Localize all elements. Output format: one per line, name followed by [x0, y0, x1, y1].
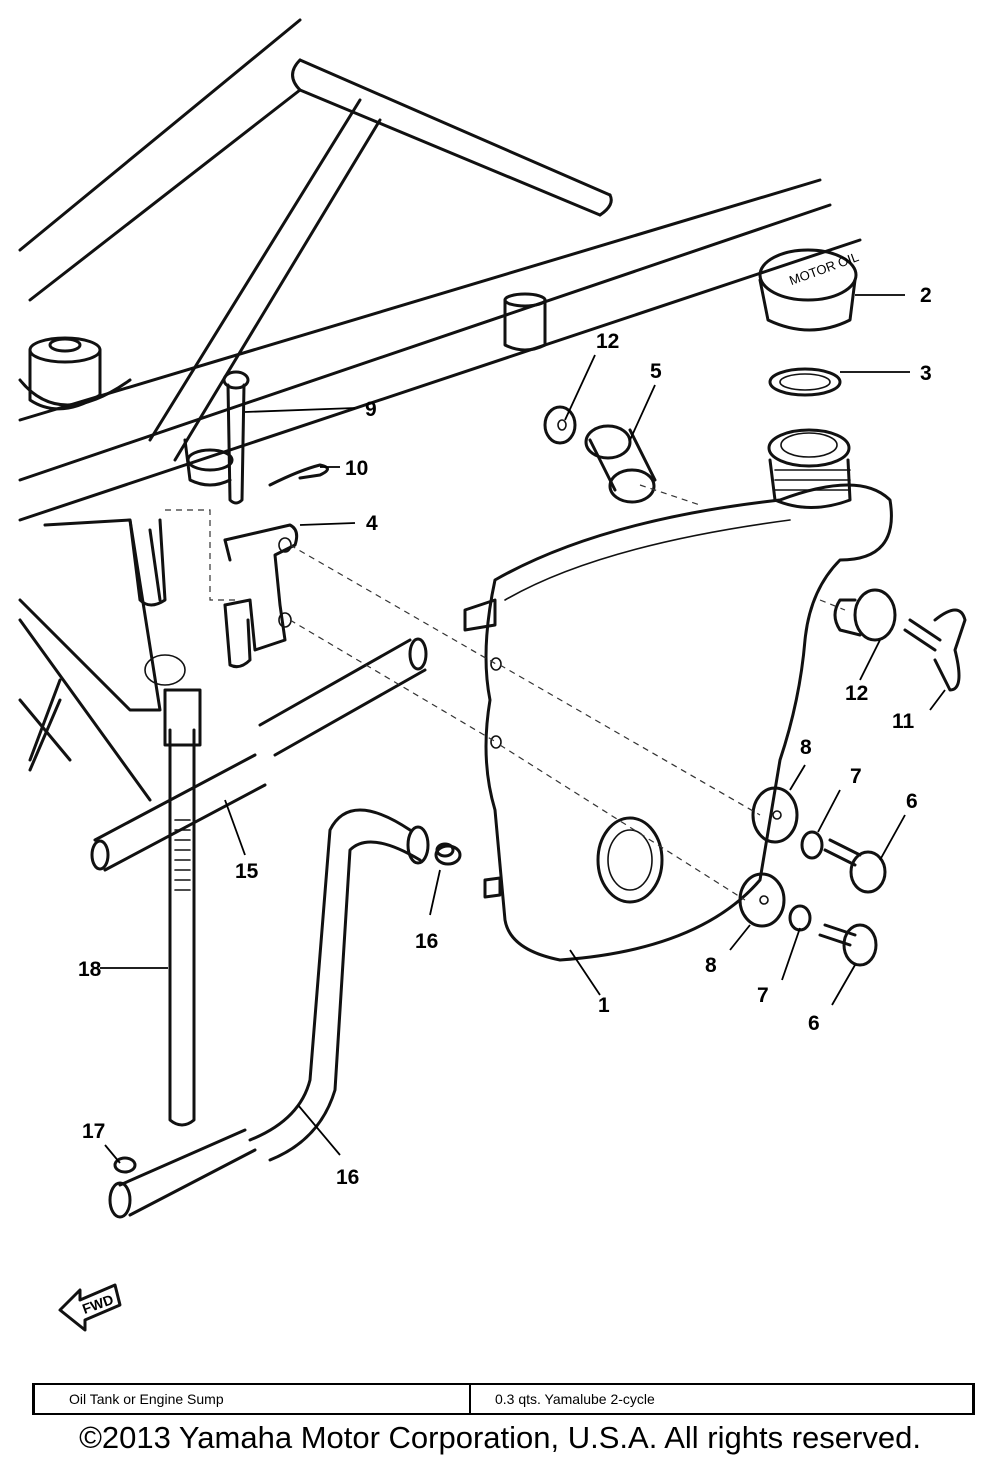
callout-13: 12: [596, 330, 619, 353]
lock-washer-upper: [800, 830, 824, 860]
breather-hose: [163, 688, 202, 1127]
flat-washer-lower: [738, 872, 786, 928]
callout-6-upper: 6: [906, 790, 918, 813]
frame-bracket: [18, 509, 240, 712]
bolt-lower: [818, 923, 878, 967]
callout-17: 17: [82, 1120, 105, 1143]
hose-clip-lower: [113, 1156, 137, 1174]
rubber-damper: [584, 424, 657, 504]
callout-16: 16: [336, 1166, 359, 1189]
bolt-upper: [823, 838, 887, 894]
forward-arrow-icon: FWD: [58, 1283, 122, 1332]
spec-value: 0.3 qts. Yamalube 2-cycle: [495, 1391, 655, 1407]
callout-18: 18: [78, 958, 102, 981]
oil-tank: [463, 428, 893, 962]
exploded-parts-diagram: MOTOR OIL: [18, 18, 967, 1332]
callout-10: 10: [345, 457, 368, 480]
hose-clip: [434, 842, 462, 866]
flat-washer-upper: [751, 786, 799, 844]
alignment-lines: [289, 484, 846, 901]
vent-hose: [90, 637, 428, 872]
callout-8-upper: 8: [800, 736, 812, 759]
flat-washer-top: [543, 405, 577, 445]
callout-2: 2: [920, 284, 932, 307]
callout-8-lower: 8: [705, 954, 717, 977]
callout-14: 15: [235, 860, 259, 883]
r-clip: [268, 463, 329, 487]
callout-1: 1: [598, 994, 610, 1017]
callout-5: 5: [650, 360, 662, 383]
collar: [833, 588, 897, 642]
frame-tubes: [18, 18, 862, 802]
callout-numbers: 2 3 4 5 12 9 10 12 11 15 16 18 1 16 17 8…: [78, 284, 932, 1189]
spec-item: Oil Tank or Engine Sump: [35, 1385, 471, 1413]
wing-bolt: [903, 608, 967, 692]
callout-9: 9: [365, 398, 377, 421]
tank-hinge: [223, 523, 299, 669]
leader-lines: [100, 294, 946, 1164]
lock-washer-lower: [788, 904, 812, 932]
cap-text: MOTOR OIL: [787, 249, 860, 288]
callout-7-upper: 7: [850, 765, 862, 788]
callout-6-lower: 6: [808, 1012, 820, 1035]
callout-7-lower: 7: [757, 984, 769, 1007]
filler-cap: MOTOR OIL: [758, 248, 861, 332]
cap-gasket: [768, 367, 842, 397]
feed-hose: [108, 808, 430, 1219]
callout-3: 3: [920, 362, 932, 385]
hinge-pin: [183, 370, 250, 505]
copyright-notice: ©2013 Yamaha Motor Corporation, U.S.A. A…: [79, 1420, 921, 1455]
callout-12: 12: [845, 682, 868, 705]
callout-4: 4: [366, 512, 378, 535]
callout-11: 11: [892, 710, 915, 733]
callout-15: 16: [415, 930, 438, 953]
specification-table: Oil Tank or Engine Sump 0.3 qts. Yamalub…: [32, 1383, 975, 1415]
